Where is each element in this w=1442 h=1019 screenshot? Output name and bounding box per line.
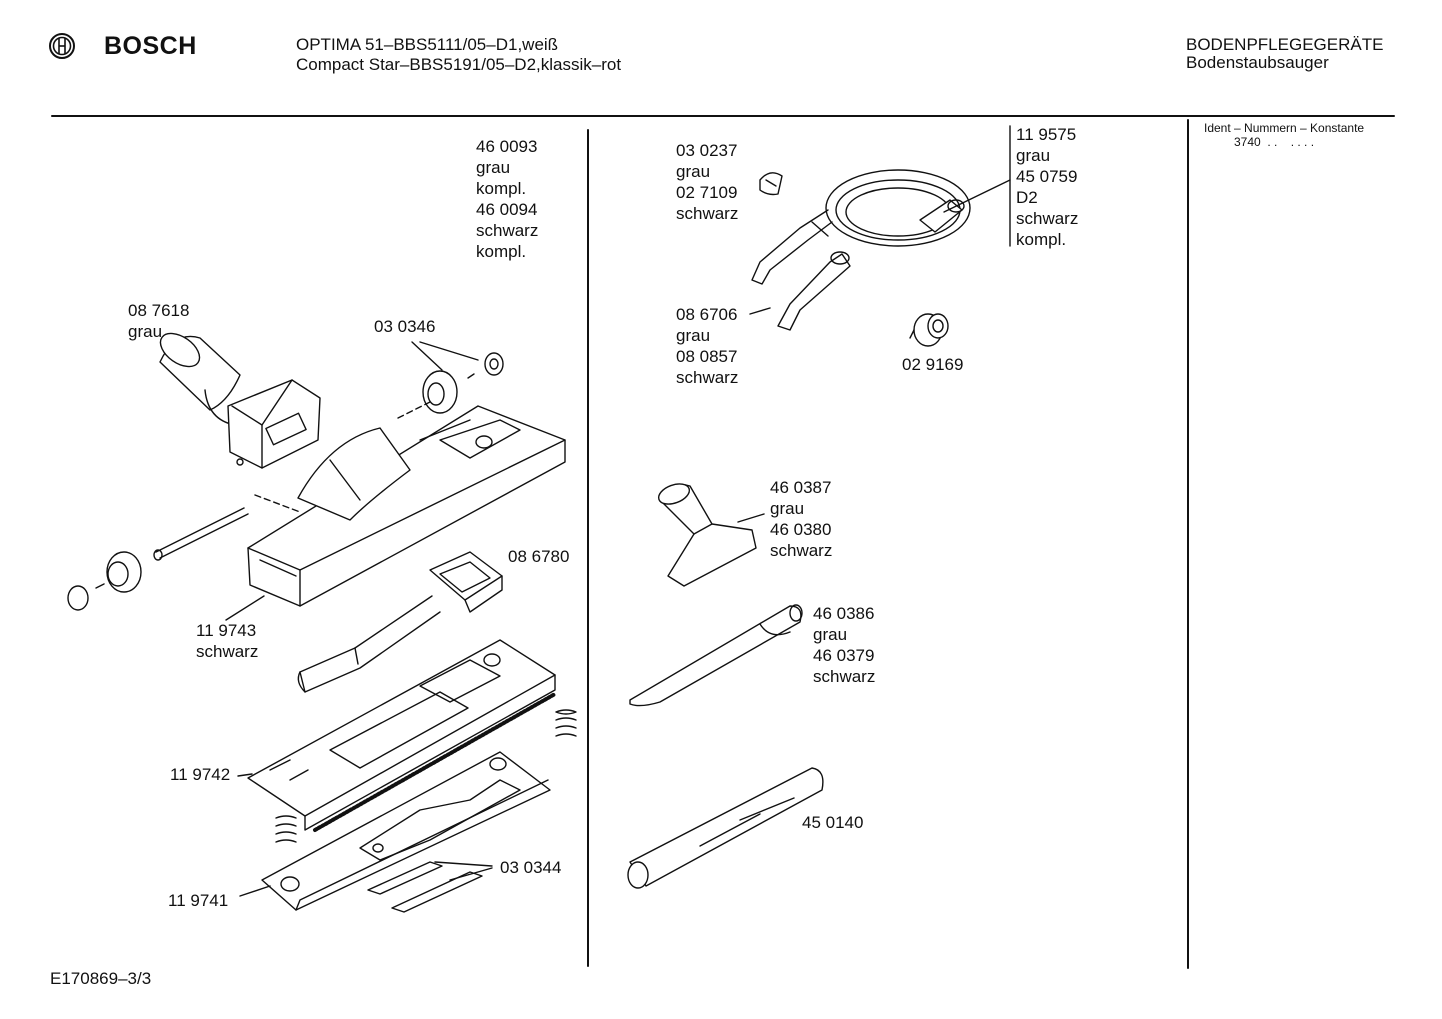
- axle-part: [68, 508, 248, 610]
- model-line-2: Compact Star–BBS5191/05–D2,klassik–rot: [296, 55, 622, 74]
- ident-title: Ident – Nummern – Konstante: [1204, 121, 1365, 135]
- extension-tube-450140: [628, 768, 823, 888]
- bottom-plate-part: [240, 752, 550, 910]
- category-title: BODENPFLEGEGERÄTE: [1186, 35, 1384, 54]
- label-030344: 03 0344: [500, 858, 562, 877]
- model-line-1: OPTIMA 51–BBS5111/05–D1,weiß: [296, 35, 559, 54]
- nozzle-housing-part: [248, 402, 565, 606]
- document-id: E170869–3/3: [50, 969, 152, 988]
- label-119575: 11 9575 grau 45 0759 D2 schwarz kompl.: [1016, 125, 1079, 249]
- brand-name: BOSCH: [104, 32, 197, 60]
- suction-neck-part: [155, 327, 320, 468]
- label-029169: 02 9169: [902, 355, 964, 374]
- label-030346: 03 0346: [374, 317, 436, 336]
- label-030237: 03 0237 grau 02 7109 schwarz: [676, 141, 739, 223]
- bosch-logo-icon: [48, 32, 76, 60]
- label-086706: 08 6706 grau 08 0857 schwarz: [676, 305, 739, 387]
- strips-030344: [368, 862, 492, 912]
- label-460386: 46 0386 grau 46 0379 schwarz: [813, 604, 876, 686]
- label-086780: 08 6780: [508, 547, 570, 566]
- label-119742: 11 9742: [170, 765, 231, 784]
- label-450140: 45 0140: [802, 813, 864, 832]
- wheel-030346: [423, 353, 503, 413]
- label-119743: 11 9743 schwarz: [196, 621, 259, 661]
- ident-value: 3740 . . . . . .: [1234, 135, 1315, 149]
- base-plate-part: [248, 640, 555, 830]
- adapter-029169: [910, 314, 948, 346]
- hose-119575: [752, 170, 1010, 284]
- label-460093: 46 0093 grau kompl. 46 0094 schwarz komp…: [476, 137, 539, 261]
- springs-part: [276, 710, 576, 842]
- curved-tube-086706: [750, 252, 850, 330]
- upholstery-nozzle-460387: [656, 480, 764, 586]
- crevice-tool-460386: [630, 605, 802, 706]
- label-119741: 11 9741: [168, 891, 229, 910]
- clip-030237: [760, 173, 782, 195]
- subcategory-title: Bodenstaubsauger: [1186, 53, 1329, 72]
- label-087618: 08 7618 grau: [128, 301, 190, 341]
- label-460387: 46 0387 grau 46 0380 schwarz: [770, 478, 833, 560]
- pedal-lever-part: [298, 552, 502, 692]
